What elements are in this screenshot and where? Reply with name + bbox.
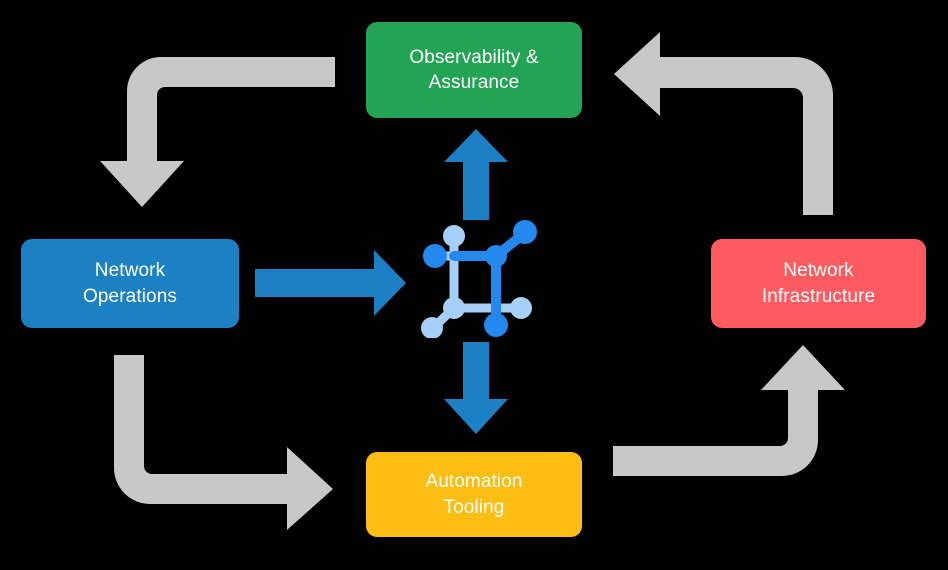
gray-arrow-automation-to-infrastructure xyxy=(613,345,845,476)
node-network-infrastructure[interactable]: Network Infrastructure xyxy=(711,239,926,328)
gray-arrow-infrastructure-to-observability xyxy=(614,32,833,215)
node-observability-assurance[interactable]: Observability & Assurance xyxy=(366,22,582,118)
gray-arrow-operations-to-automation xyxy=(114,355,333,530)
blue-arrow-center-to-observability xyxy=(444,129,508,220)
node-automation-tooling[interactable]: Automation Tooling xyxy=(366,452,582,537)
blue-arrow-center-to-automation xyxy=(444,342,508,434)
node-network-operations[interactable]: Network Operations xyxy=(21,239,239,328)
gray-arrow-observability-to-operations xyxy=(100,57,335,207)
network-topology-icon xyxy=(421,220,537,338)
blue-arrow-operations-to-center xyxy=(255,250,406,316)
